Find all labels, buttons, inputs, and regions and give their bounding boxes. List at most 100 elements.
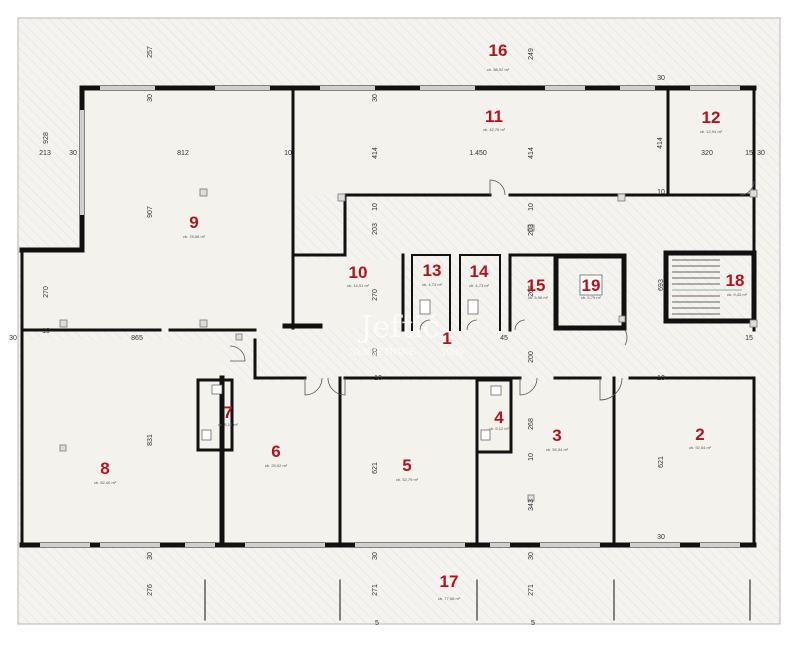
dim-label: 10	[284, 150, 292, 157]
room-area: cb. 62,40 m²	[94, 480, 117, 485]
dim-label: 257	[147, 46, 154, 58]
dim-label: 276	[147, 584, 154, 596]
room-area: cb. 9,42 m²	[727, 292, 748, 297]
room-number: 7	[223, 403, 232, 422]
dim-label: 20	[372, 348, 379, 356]
dim-label: 203	[528, 224, 535, 236]
dim-label: 10	[42, 328, 50, 335]
room-areas: cb. 92,54 m² cb. 59,34 m² cb. 5,12 m² cb…	[94, 67, 748, 601]
room-area: cb. 78,68 m²	[183, 234, 206, 239]
room-area: cb. 5,12 m²	[218, 422, 239, 427]
room-number: 18	[726, 271, 745, 290]
room-area: cb. 88,92 m²	[487, 67, 510, 72]
dim-label: 30	[147, 94, 154, 102]
room-floors	[22, 90, 754, 545]
dim-label: 30	[657, 534, 665, 541]
dim-label: 812	[177, 150, 189, 157]
dim-label: 30	[528, 552, 535, 560]
room-number: 8	[100, 459, 109, 478]
dim-label: 30	[69, 150, 77, 157]
dim-label: 414	[657, 137, 664, 149]
dim-label: 5	[375, 620, 379, 627]
room-area: cb. 12,94 m²	[700, 129, 723, 134]
dim-label: 10	[528, 203, 535, 211]
sanitary-fixtures	[201, 274, 603, 441]
dim-label: 270	[372, 289, 379, 301]
dim-label: 200	[528, 351, 535, 363]
dim-label: 621	[658, 456, 665, 468]
dim-label: 320	[701, 150, 713, 157]
dim-label: 15	[745, 335, 753, 342]
room-number: 10	[349, 263, 368, 282]
room-area: cb. 77,08 m²	[438, 596, 461, 601]
watermark: Jeftić NEKRETNINE 1989	[349, 310, 464, 358]
doors	[229, 179, 755, 401]
dim-label: 30	[372, 94, 379, 102]
dim-label: 271	[528, 584, 535, 596]
dim-label: 271	[372, 584, 379, 596]
room-number: 17	[440, 572, 459, 591]
watermark-brand: Jeftić	[357, 310, 439, 345]
dim-label: 30	[9, 335, 17, 342]
columns	[59, 188, 758, 502]
dim-label: 414	[372, 147, 379, 159]
room-number: 6	[271, 442, 280, 461]
dim-label: 10	[528, 453, 535, 461]
dim-label: 213	[39, 150, 51, 157]
room-numbers: 1 2 3 4 5 6 7 8 9 10 11 12 13 14 15 16 1…	[100, 41, 744, 591]
room-number: 2	[695, 425, 704, 444]
room-number: 1	[442, 329, 451, 348]
dim-label: 865	[131, 335, 143, 342]
stair-treads	[672, 259, 742, 315]
room-area: cb. 92,54 m²	[689, 445, 712, 450]
room-area: cb. 14,91 m²	[347, 283, 370, 288]
dim-label: 265	[528, 285, 535, 297]
room-area: cb. 59,34 m²	[546, 447, 569, 452]
dim-label: 10	[657, 375, 665, 382]
room-number: 11	[485, 107, 503, 126]
room-area: cb. 42,76 m²	[483, 127, 506, 132]
watermark-since: 1989	[441, 348, 464, 358]
dim-label: 343	[528, 499, 535, 511]
dim-label: 249	[528, 48, 535, 60]
dim-label: 10	[657, 189, 665, 196]
room-area: cb. 5,79 m²	[581, 295, 602, 300]
room-area: cb. 29,02 m²	[265, 463, 288, 468]
dim-label: 203	[372, 223, 379, 235]
dimension-labels: 257 249 30 30 30 928 213 30 812 10 414 1…	[9, 46, 765, 627]
dim-label: 45	[500, 335, 508, 342]
room-number: 13	[423, 261, 442, 280]
dim-label: 30	[757, 150, 765, 157]
dim-label: 10	[372, 203, 379, 211]
room-number: 12	[702, 108, 721, 127]
room-area: cb. 4,73 m²	[422, 282, 443, 287]
dim-label: 1.450	[469, 150, 487, 157]
dim-label: 693	[658, 279, 665, 291]
room-number: 15	[527, 276, 546, 295]
room-number: 5	[402, 456, 411, 475]
room-number: 19	[582, 276, 601, 295]
dim-label: 30	[147, 552, 154, 560]
outer-glazing	[17, 17, 781, 625]
dim-label: 907	[147, 206, 154, 218]
dim-label: 831	[147, 434, 154, 446]
room-area: cb. 4,73 m²	[469, 283, 490, 288]
room-number: 14	[470, 262, 489, 281]
room-number: 9	[189, 213, 198, 232]
dim-label: 5	[531, 620, 535, 627]
watermark-subtitle: NEKRETNINE	[349, 348, 415, 358]
room-number: 4	[494, 408, 504, 427]
dim-label: 414	[528, 147, 535, 159]
windows	[40, 86, 740, 547]
dim-label: 30	[657, 75, 665, 82]
dim-label: 15	[745, 150, 753, 157]
room-area: cb. 52,79 m²	[396, 477, 419, 482]
room-area: cb. 5,96 m²	[528, 295, 549, 300]
dim-label: 10	[374, 375, 382, 382]
dim-label: 928	[43, 132, 50, 144]
dim-label: 30	[372, 552, 379, 560]
dim-label: 270	[43, 286, 50, 298]
room-area: cb. 5,12 m²	[489, 426, 510, 431]
dim-label: 268	[528, 418, 535, 430]
